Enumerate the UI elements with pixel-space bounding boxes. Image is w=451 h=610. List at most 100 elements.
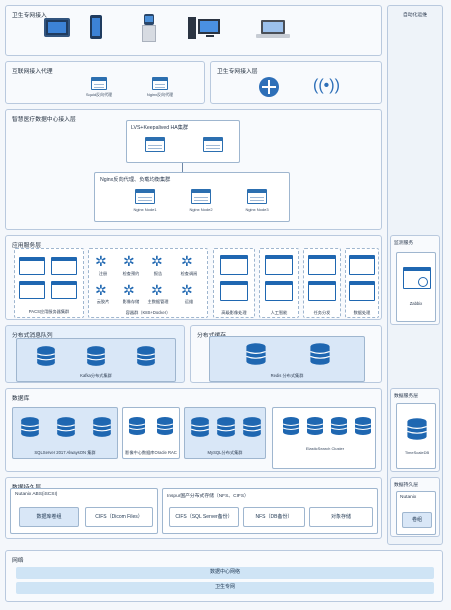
pacs-server-icon xyxy=(51,281,77,299)
data-service-title: 数据服务层 xyxy=(394,394,418,399)
mysql-db-icon xyxy=(215,416,237,438)
mysql-label: MySQL分布式集群 xyxy=(207,450,243,455)
monitoring-panel: 监测服务 Zabbix xyxy=(390,235,440,325)
es-db-icon xyxy=(281,416,301,436)
router-icon xyxy=(259,77,279,97)
cifs-dicom-label: CIFS（Dicom Files） xyxy=(95,514,143,520)
mysql-box: MySQL分布式集群 xyxy=(184,407,266,459)
database-panel: 数据库 SQLServer 2017 AlwaysON 集群 影像中心数据库Or… xyxy=(5,388,382,472)
section-title: 智慧医疗数据中心接入层 xyxy=(12,117,76,123)
kiosk-icon xyxy=(142,14,156,42)
kafka-db-icon xyxy=(135,345,157,367)
kafka-label: Kafka分布式集群 xyxy=(80,373,112,378)
distributed-cache-panel: 分布式缓存 Redis 分布式集群 xyxy=(190,325,382,383)
es-db-icon xyxy=(329,416,349,436)
internet-proxy-panel: 互联网接入代理 Squid反向代理 Nginx反向代理 xyxy=(5,61,205,104)
connector-line xyxy=(182,163,183,172)
object-storage-label: 对象存储 xyxy=(330,514,351,520)
section-title: 数据库 xyxy=(12,396,30,402)
k8s-cluster-label: 容器群（K8S+Docker） xyxy=(125,310,171,315)
lvs-node-icon xyxy=(145,137,165,152)
mysql-db-icon xyxy=(241,416,263,438)
zabbix-dashboard-icon xyxy=(403,267,431,289)
app-service-layer-panel: 应用服务层 PACS应用服务器集群 ✲ 注册 ✲ 检查预约 ✲ 报告 ✲ 检查调… xyxy=(5,235,382,320)
data-service-layer-panel: 数据服务层 TimeScaleDB xyxy=(390,388,440,472)
ai-service-label: 人工智能 xyxy=(270,310,288,315)
redis-db-icon xyxy=(244,341,268,367)
section-title: 网络 xyxy=(12,558,24,564)
redis-db-icon xyxy=(308,341,332,367)
lvs-cluster-label: LVS+Keepalived HA集群 xyxy=(131,125,189,131)
section-title: 分布式消息队列 xyxy=(12,333,53,339)
network-panel: 网络 数据中心网络 卫生专网 xyxy=(5,550,443,602)
k8s-item-label: 影像存储 xyxy=(122,299,140,304)
nutanix-right-box: Nutanix 卷组 xyxy=(396,491,436,535)
pacs-server-icon xyxy=(19,281,45,299)
puzzle-icon: ✲ xyxy=(151,253,163,269)
monitoring-title: 监测服务 xyxy=(394,241,414,246)
sqlserver-db-icon xyxy=(19,416,41,438)
puzzle-icon: ✲ xyxy=(181,253,193,269)
inspur-storage-box: Inspur国产分布式存储（NFS、CIFS） CIFS（SQL Server备… xyxy=(162,488,378,534)
section-title: 卫生专网接入层 xyxy=(217,69,258,75)
health-private-access-panel: 卫生专网接入 xyxy=(5,5,382,56)
nginx-proxy-window-icon xyxy=(152,77,168,90)
data-persistence-right-title: 数据持久层 xyxy=(394,483,418,488)
k8s-item-label: 检查调阅 xyxy=(180,271,198,276)
k8s-item-label: 检查预约 xyxy=(122,271,140,276)
nginx-node-label: Nginx Node1 xyxy=(133,207,157,212)
timescale-box: TimeScaleDB xyxy=(396,403,436,469)
data-server-icon xyxy=(349,255,375,275)
puzzle-icon: ✲ xyxy=(151,282,163,298)
oracle-db-icon xyxy=(127,416,147,436)
nginx-proxy-label: Nginx反向代理 xyxy=(146,92,174,97)
kafka-box: Kafka分布式集群 xyxy=(16,338,176,382)
task-server-icon xyxy=(308,255,336,275)
section-title: 卫生专网接入 xyxy=(12,13,47,19)
sqlserver-box: SQLServer 2017 AlwaysON 集群 xyxy=(12,407,118,459)
task-service-box: 任务分发 xyxy=(303,248,341,318)
k8s-item-label: 报告 xyxy=(153,271,163,276)
section-title: 应用服务层 xyxy=(12,243,41,249)
dc-network-label: 数据中心网络 xyxy=(209,569,240,575)
timescale-db-icon xyxy=(405,416,429,442)
imaging-service-box: 高级影像处理 xyxy=(213,248,255,318)
es-label: ElasticSearch Cluster xyxy=(305,446,345,451)
puzzle-icon: ✲ xyxy=(95,253,107,269)
imaging-service-label: 高级影像处理 xyxy=(221,310,247,315)
volume-group-label: 卷组 xyxy=(411,517,422,523)
zabbix-box: Zabbix xyxy=(396,252,436,322)
imaging-server-icon xyxy=(220,281,248,301)
puzzle-icon: ✲ xyxy=(95,282,107,298)
tablet-icon xyxy=(44,18,70,37)
es-db-icon xyxy=(353,416,373,436)
nutanix-abs-title: Nutanix ABS(iSCSI) xyxy=(15,492,58,497)
k8s-item-label: 主数据管理 xyxy=(147,299,169,304)
oracle-box: 影像中心数据库Oracle RAC xyxy=(122,407,180,459)
nfs-db-label: NFS（DB备份） xyxy=(255,514,293,520)
laptop-icon xyxy=(256,20,290,40)
redis-box: Redis 分布式集群 xyxy=(209,336,365,382)
pacs-cluster-box: PACS应用服务器集群 xyxy=(14,248,84,318)
smartphone-icon xyxy=(90,15,102,39)
lvs-node-icon xyxy=(203,137,223,152)
data-processing-box: 数据处理 xyxy=(345,248,379,318)
cifs-dicom-box: CIFS（Dicom Files） xyxy=(85,507,153,527)
ai-server-icon xyxy=(265,255,293,275)
ai-service-box: 人工智能 xyxy=(259,248,299,318)
timescale-label: TimeScaleDB xyxy=(404,450,430,455)
data-server-icon xyxy=(349,281,375,301)
health-network-bar: 卫生专网 xyxy=(16,582,434,594)
volume-group-box: 卷组 xyxy=(402,512,432,528)
puzzle-icon: ✲ xyxy=(123,253,135,269)
health-network-label: 卫生专网 xyxy=(214,584,235,590)
nginx-node-icon xyxy=(135,189,155,204)
zabbix-label: Zabbix xyxy=(409,301,423,306)
nginx-node-icon xyxy=(191,189,211,204)
oracle-label: 影像中心数据库Oracle RAC xyxy=(125,450,177,455)
k8s-container-box: ✲ 注册 ✲ 检查预约 ✲ 报告 ✲ 检查调阅 ✲ 云胶片 ✲ 影像存储 ✲ 主… xyxy=(88,248,208,318)
nginx-node-label: Nginx Node3 xyxy=(245,207,269,212)
section-title: 互联网接入代理 xyxy=(12,69,53,75)
distributed-mq-panel: 分布式消息队列 Kafka分布式集群 xyxy=(5,325,185,383)
wireless-signal-icon: ((•)) xyxy=(313,77,340,94)
